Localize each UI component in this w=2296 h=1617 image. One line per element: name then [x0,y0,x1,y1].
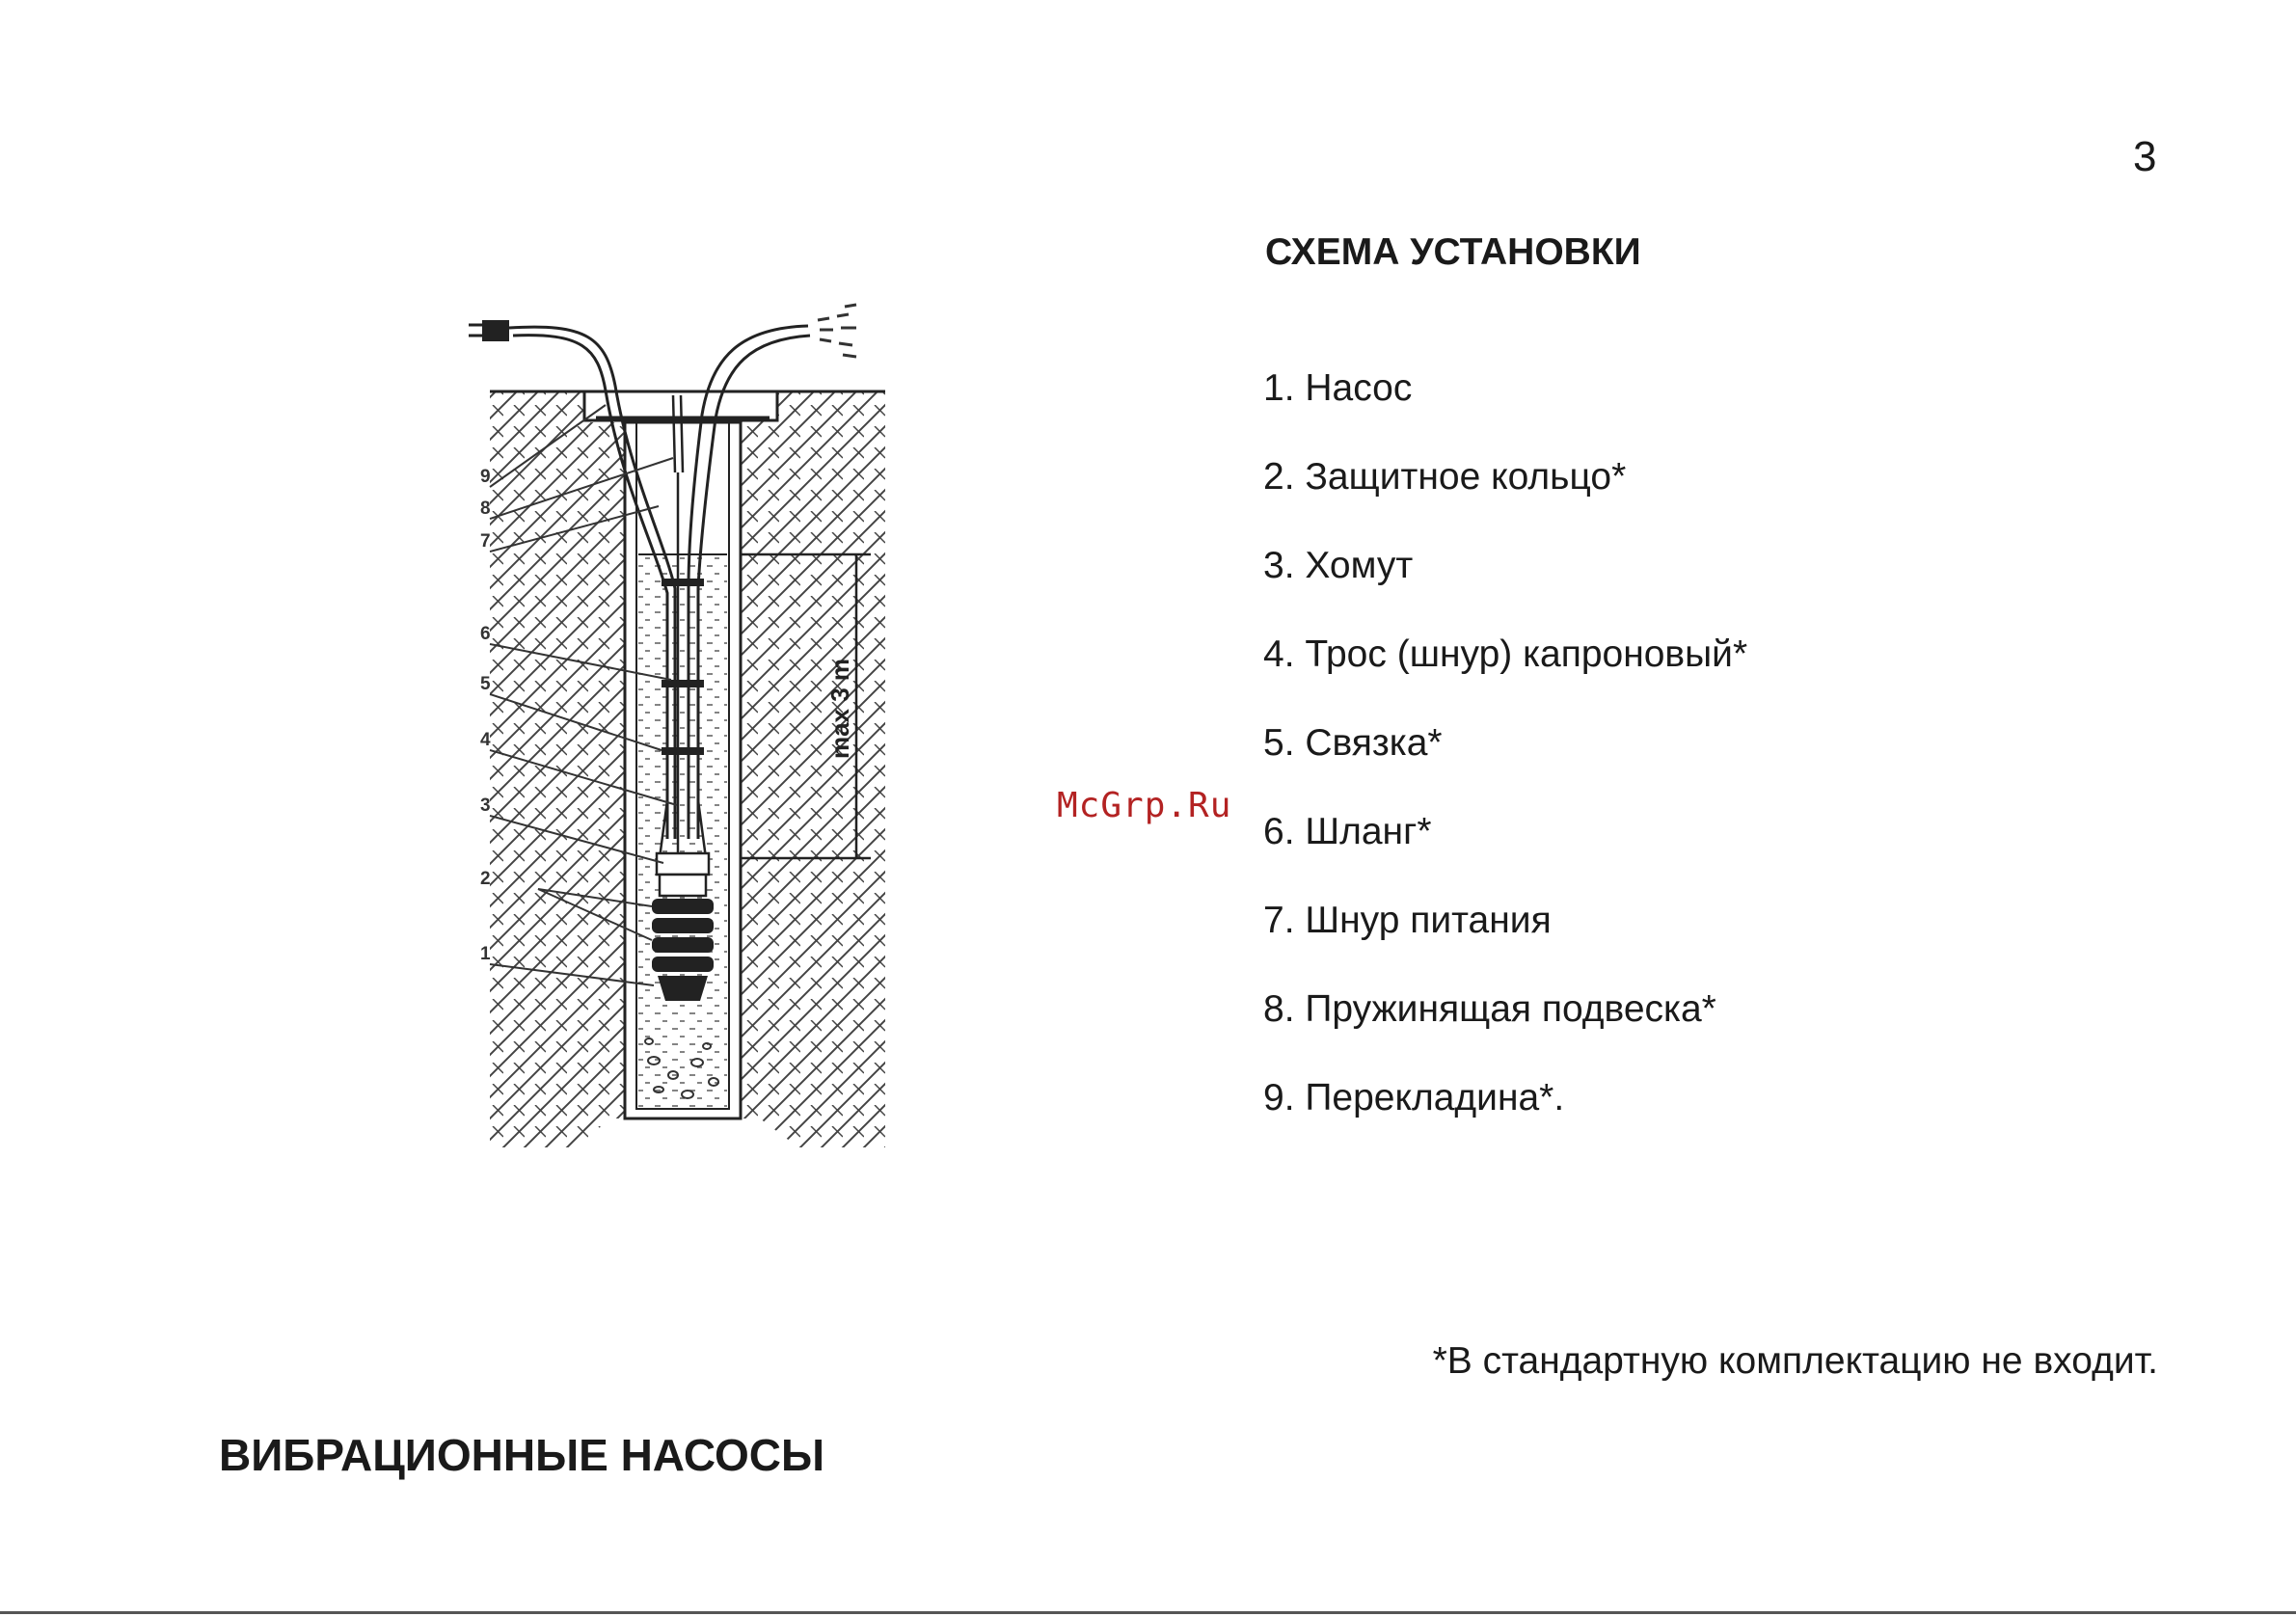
callout-6: 6 [480,624,491,644]
bottom-rule [0,1611,2296,1614]
water-spray-icon [818,305,856,357]
callout-8: 8 [480,499,491,519]
well-installation-drawing: max 3 m 9 8 7 6 5 4 3 2 1 [461,299,914,1147]
legend-item-protective-ring: 2. Защитное кольцо* [1263,450,1747,539]
max-depth-label: max 3 m [825,659,854,759]
plug-icon [469,320,509,341]
watermark: McGrp.Ru [1057,786,1231,825]
legend-item-hose: 6. Шланг* [1263,805,1747,894]
installation-diagram: max 3 m 9 8 7 6 5 4 3 2 1 [461,299,914,1152]
legend-item-power-cord: 7. Шнур питания [1263,894,1747,983]
callout-3: 3 [480,795,491,816]
legend-item-tie: 5. Связка* [1263,716,1747,805]
callout-1: 1 [480,944,491,964]
callout-9: 9 [480,467,491,487]
legend-item-crossbar: 9. Перекладина*. [1263,1071,1747,1160]
document-title: ВИБРАЦИОННЫЕ НАСОСЫ [219,1429,824,1481]
legend-item-clamp: 3. Хомут [1263,539,1747,628]
pump-shape [652,875,714,1001]
callout-7: 7 [480,531,491,552]
callout-5: 5 [480,674,491,694]
legend-item-nylon-rope: 4. Трос (шнур) капроновый* [1263,628,1747,716]
water-column [638,554,727,1107]
callout-4: 4 [480,730,491,750]
parts-legend: 1. Насос 2. Защитное кольцо* 3. Хомут 4.… [1263,362,1747,1160]
footnote: *В стандартную комплектацию не входит. [1433,1340,2158,1383]
section-title: СХЕМА УСТАНОВКИ [1265,231,1641,274]
legend-item-pump: 1. Насос [1263,362,1747,450]
legend-item-spring-suspension: 8. Пружинящая подвеска* [1263,983,1747,1071]
page-number: 3 [2133,133,2156,181]
callout-2: 2 [480,869,491,889]
